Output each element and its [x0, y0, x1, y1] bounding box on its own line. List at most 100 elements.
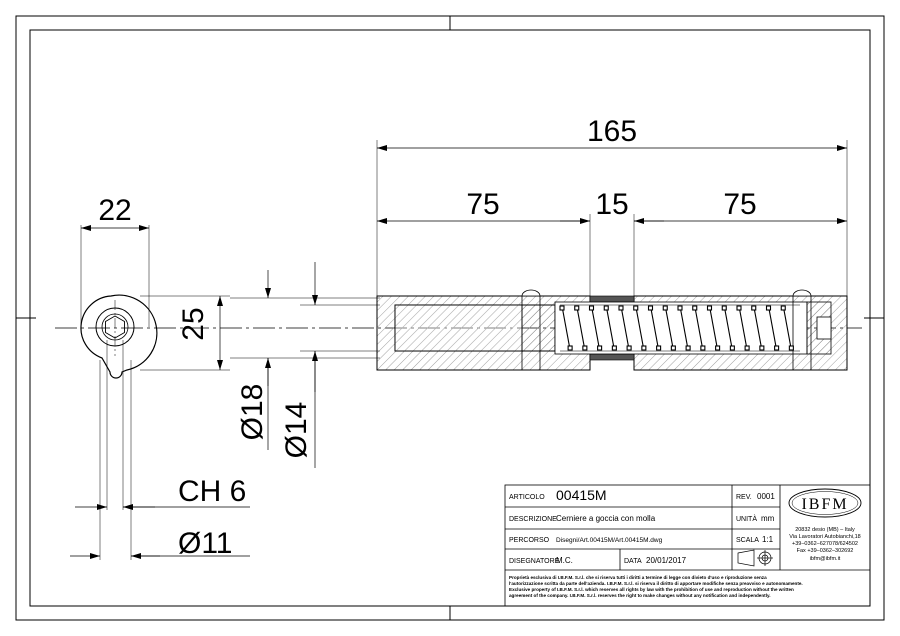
spring-wire-section: [611, 345, 617, 351]
spring-wire-section: [729, 345, 735, 351]
spring-coil: [590, 305, 601, 351]
spring-wire-section: [603, 305, 609, 311]
data-value: 20/01/2017: [646, 556, 687, 565]
address-line5: ibfm@ibfm.it: [810, 556, 841, 562]
dim-inner-diameter: Ø14: [280, 262, 380, 468]
spring-wire-section: [597, 345, 603, 351]
dim-hex-key: CH 6: [75, 475, 250, 510]
spring-coil: [694, 305, 704, 351]
spring-wire-section: [656, 345, 662, 351]
spring-coil: [620, 305, 630, 351]
legal-line3: Exclusive property of I.B.F.M. S.r.l. wh…: [509, 587, 794, 592]
spring-wire-section: [736, 305, 742, 311]
spring-wire-section: [706, 305, 713, 311]
spring-wire-section: [647, 305, 654, 311]
address-line1: 20832 desio (MB) – Italy: [795, 527, 855, 533]
percorso-label: PERCORSO: [509, 537, 550, 544]
disegnatore-label: DISEGNATORE: [509, 558, 560, 565]
spring-coil: [605, 305, 615, 351]
title-block-text: ARTICOLO 00415M REV. 0001 DESCRIZIONE Ce…: [509, 487, 862, 598]
spring-coil: [723, 305, 733, 351]
spring-wire-section: [685, 345, 691, 351]
spring-wire-section: [626, 345, 632, 351]
dim-head-width: 22: [81, 194, 149, 231]
section-view: [376, 289, 848, 371]
data-label: DATA: [624, 558, 642, 565]
spring-wire-section: [715, 345, 721, 351]
spring-wire-section: [574, 305, 580, 311]
spring-wire-section: [759, 345, 765, 351]
dim-outer-diameter: Ø18: [230, 270, 380, 450]
scala-label: SCALA: [736, 537, 759, 544]
disegnatore-value: M.C.: [556, 556, 573, 565]
dim-overall-length: 165: [376, 115, 848, 296]
spring-wire-section: [774, 345, 780, 351]
title-block: [504, 484, 871, 607]
dim-right-section-label: 75: [723, 188, 756, 221]
rev-value: 0001: [757, 492, 775, 501]
descrizione-value: Cerniere a goccia con molla: [556, 514, 656, 523]
spring-coil: [635, 305, 645, 351]
spring-wire-section: [721, 305, 727, 311]
scala-value: 1:1: [762, 535, 774, 544]
dim-overall-length-label: 165: [587, 115, 637, 148]
address-line3: +39–0362–627078/624502: [792, 541, 858, 547]
spring-wire-section: [677, 305, 683, 311]
spring-wire-section: [780, 305, 786, 311]
spring-wire-section: [744, 345, 750, 351]
spring-coil: [649, 305, 660, 351]
address-line2: Via Lavoratori Autobianchi,18: [789, 534, 860, 540]
dim-left-section-label: 75: [466, 188, 499, 221]
dim-head-width-label: 22: [98, 194, 131, 227]
spring-coil: [708, 305, 719, 351]
spring-wire-section: [559, 305, 565, 311]
legal-line4: agreement of the company. I.B.F.M. S.r.l…: [509, 593, 770, 598]
legal-line1: Proprietà esclusiva di I.B.F.M. S.r.l. c…: [509, 575, 767, 580]
spring-wire-section: [618, 305, 624, 311]
spring-coil: [767, 305, 778, 351]
dim-inner-diameter-label: Ø14: [280, 402, 313, 459]
spring-wire-section: [788, 345, 794, 351]
spring-coil: [664, 305, 674, 351]
spring-wire-section: [633, 305, 639, 311]
spring-wire-section: [588, 305, 595, 311]
spring-coil: [561, 305, 571, 351]
dim-middle-section-label: 15: [595, 188, 628, 221]
sheet-frame: [15, 15, 885, 621]
spring-coil: [782, 305, 792, 351]
spring-wire-section: [582, 345, 588, 351]
unita-label: UNITÀ: [736, 514, 757, 523]
articolo-value: 00415M: [556, 487, 607, 503]
spring-wire-section: [692, 305, 698, 311]
spring: [559, 304, 800, 352]
logo-text: IBFM: [801, 496, 848, 513]
dim-pin-diameter: Ø11: [70, 527, 250, 560]
spring-wire-section: [700, 345, 706, 351]
spring-wire-section: [670, 345, 676, 351]
spring-wire-section: [662, 305, 668, 311]
spring-wire-section: [765, 305, 772, 311]
dim-pin-diameter-label: Ø11: [178, 527, 232, 560]
dim-head-height-label: 25: [177, 307, 210, 340]
dim-head-height: 25: [177, 296, 223, 370]
dim-outer-diameter-label: Ø18: [236, 384, 269, 441]
spring-coil: [679, 305, 689, 351]
ibfm-logo: IBFM: [788, 488, 862, 518]
projection-symbol-icon: [737, 549, 773, 567]
rev-label: REV.: [736, 494, 752, 501]
spring-coil: [576, 305, 586, 351]
spring-wire-section: [641, 345, 647, 351]
descrizione-label: DESCRIZIONE: [509, 516, 557, 523]
address-line4: Fax +39–0362–302692: [797, 548, 854, 554]
end-view: [80, 225, 230, 560]
spring-wire-section: [751, 305, 757, 311]
percorso-value: Disegni/Art.00415M/Art.00415M.dwg: [556, 537, 663, 544]
dim-hex-key-label: CH 6: [178, 475, 246, 508]
spring-coil: [753, 305, 763, 351]
dim-sections: 75 15 75: [377, 188, 847, 296]
unita-value: mm: [761, 514, 775, 523]
articolo-label: ARTICOLO: [509, 494, 545, 501]
legal-line2: l'autorizzazione scritta da parte dell'a…: [509, 581, 803, 586]
spring-coil: [738, 305, 748, 351]
